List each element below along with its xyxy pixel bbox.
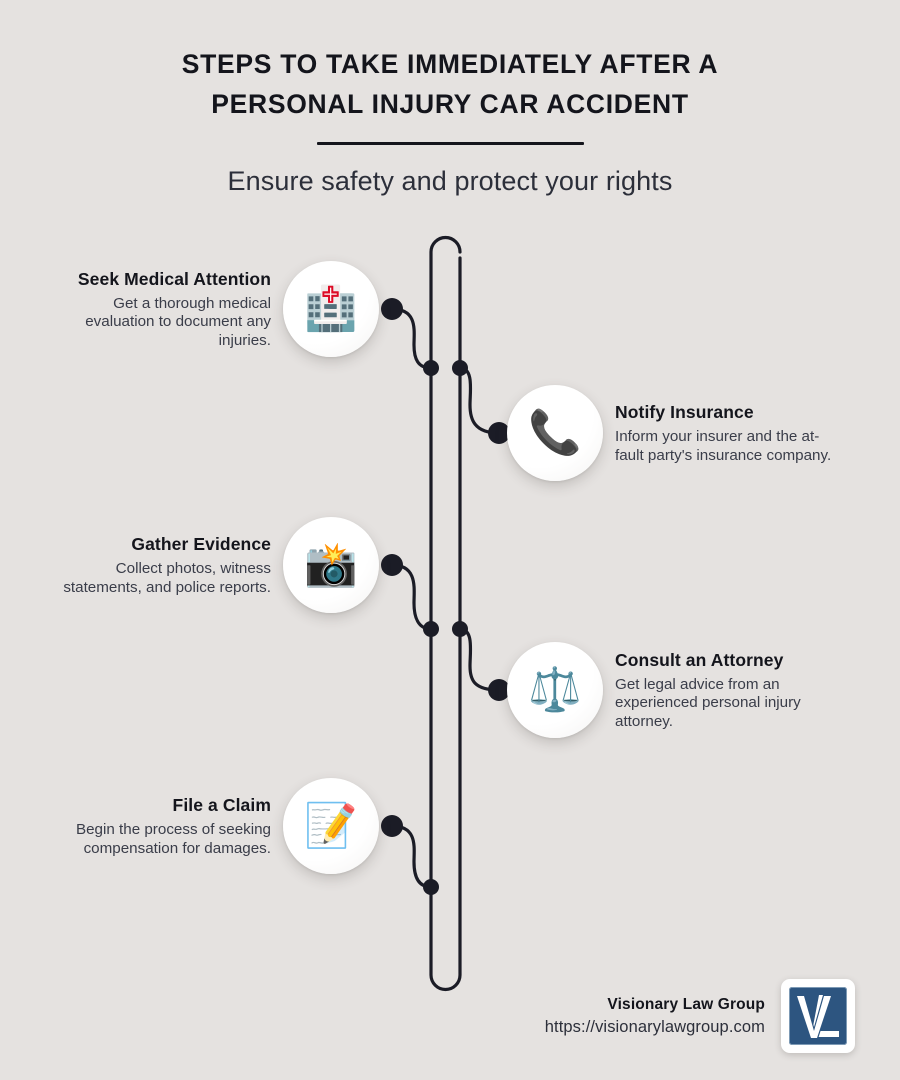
step-text-4: Consult an Attorney Get legal advice fro… bbox=[615, 649, 837, 732]
step-item-5[interactable]: File a Claim Begin the process of seekin… bbox=[49, 778, 379, 874]
header: STEPS TO TAKE IMMEDIATELY AFTER A PERSON… bbox=[0, 44, 900, 197]
page-subtitle: Ensure safety and protect your rights bbox=[227, 166, 673, 196]
branch-path-step-5 bbox=[390, 824, 433, 889]
step-title-1: Seek Medical Attention bbox=[77, 268, 271, 289]
spine-dot-step-1 bbox=[423, 360, 439, 376]
logo-vl-monogram bbox=[789, 987, 847, 1045]
step-item-1[interactable]: Seek Medical Attention Get a thorough me… bbox=[49, 261, 379, 357]
spine-dot-step-3 bbox=[423, 621, 439, 637]
branch-path-step-4 bbox=[458, 627, 501, 692]
brand-url[interactable]: https://visionarylawgroup.com bbox=[544, 1017, 765, 1036]
step-text-3: Gather Evidence Collect photos, witness … bbox=[49, 533, 271, 597]
page-title-line-2: PERSONAL INJURY CAR ACCIDENT bbox=[211, 89, 689, 119]
vl-monogram-icon bbox=[796, 995, 839, 1039]
step-description-3: Collect photos, witness statements, and … bbox=[63, 560, 271, 596]
brand-logo[interactable] bbox=[781, 979, 855, 1053]
spine-dot-step-4 bbox=[452, 621, 468, 637]
step-description-2: Inform your insurer and the at-fault par… bbox=[615, 428, 832, 464]
step-description-5: Begin the process of seeking compensatio… bbox=[75, 821, 271, 857]
step-text-2: Notify Insurance Inform your insurer and… bbox=[615, 401, 837, 465]
step-icon-circle-2[interactable]: 📞 bbox=[507, 385, 603, 481]
node-dot-step-1 bbox=[381, 298, 403, 320]
title-divider bbox=[316, 142, 584, 145]
step-title-4: Consult an Attorney bbox=[615, 649, 784, 670]
step-icon-circle-4[interactable]: ⚖️ bbox=[507, 642, 603, 738]
brand-name: Visionary Law Group bbox=[607, 995, 765, 1013]
step-icon-circle-3[interactable]: 📸 bbox=[283, 517, 379, 613]
step-text-1: Seek Medical Attention Get a thorough me… bbox=[49, 268, 271, 351]
spine-dot-step-2 bbox=[452, 360, 468, 376]
branch-path-step-3 bbox=[390, 563, 433, 631]
node-dot-step-3 bbox=[381, 554, 403, 576]
spine-path bbox=[429, 235, 462, 992]
page-title: STEPS TO TAKE IMMEDIATELY AFTER A PERSON… bbox=[0, 44, 900, 124]
page-title-line-1: STEPS TO TAKE IMMEDIATELY AFTER A bbox=[181, 49, 719, 79]
step-title-3: Gather Evidence bbox=[131, 534, 271, 554]
step-item-2[interactable]: 📞 Notify Insurance Inform your insurer a… bbox=[507, 385, 837, 481]
step-item-4[interactable]: ⚖️ Consult an Attorney Get legal advice … bbox=[507, 642, 837, 738]
step-description-4: Get legal advice from an experienced per… bbox=[615, 675, 801, 730]
step-icon-circle-5[interactable]: 📝 bbox=[283, 778, 379, 874]
node-dot-step-5 bbox=[381, 815, 403, 837]
footer-text: Visionary Law Group https://visionarylaw… bbox=[545, 996, 765, 1037]
balance-scale-icon: ⚖️ bbox=[528, 664, 582, 715]
step-text-5: File a Claim Begin the process of seekin… bbox=[49, 794, 271, 858]
step-title-2: Notify Insurance bbox=[615, 402, 754, 422]
memo-pencil-icon: 📝 bbox=[304, 800, 358, 851]
hospital-icon: 🏥 bbox=[304, 283, 358, 334]
camera-flash-icon: 📸 bbox=[304, 539, 358, 590]
spine-dot-step-5 bbox=[423, 879, 439, 895]
footer: Visionary Law Group https://visionarylaw… bbox=[455, 979, 855, 1053]
step-description-1: Get a thorough medical evaluation to doc… bbox=[85, 294, 271, 349]
step-icon-circle-1[interactable]: 🏥 bbox=[283, 261, 379, 357]
step-item-3[interactable]: Gather Evidence Collect photos, witness … bbox=[49, 517, 379, 613]
telephone-receiver-icon: 📞 bbox=[528, 407, 582, 458]
branch-path-step-1 bbox=[390, 307, 433, 370]
branch-path-step-2 bbox=[458, 366, 501, 435]
step-title-5: File a Claim bbox=[172, 795, 271, 815]
